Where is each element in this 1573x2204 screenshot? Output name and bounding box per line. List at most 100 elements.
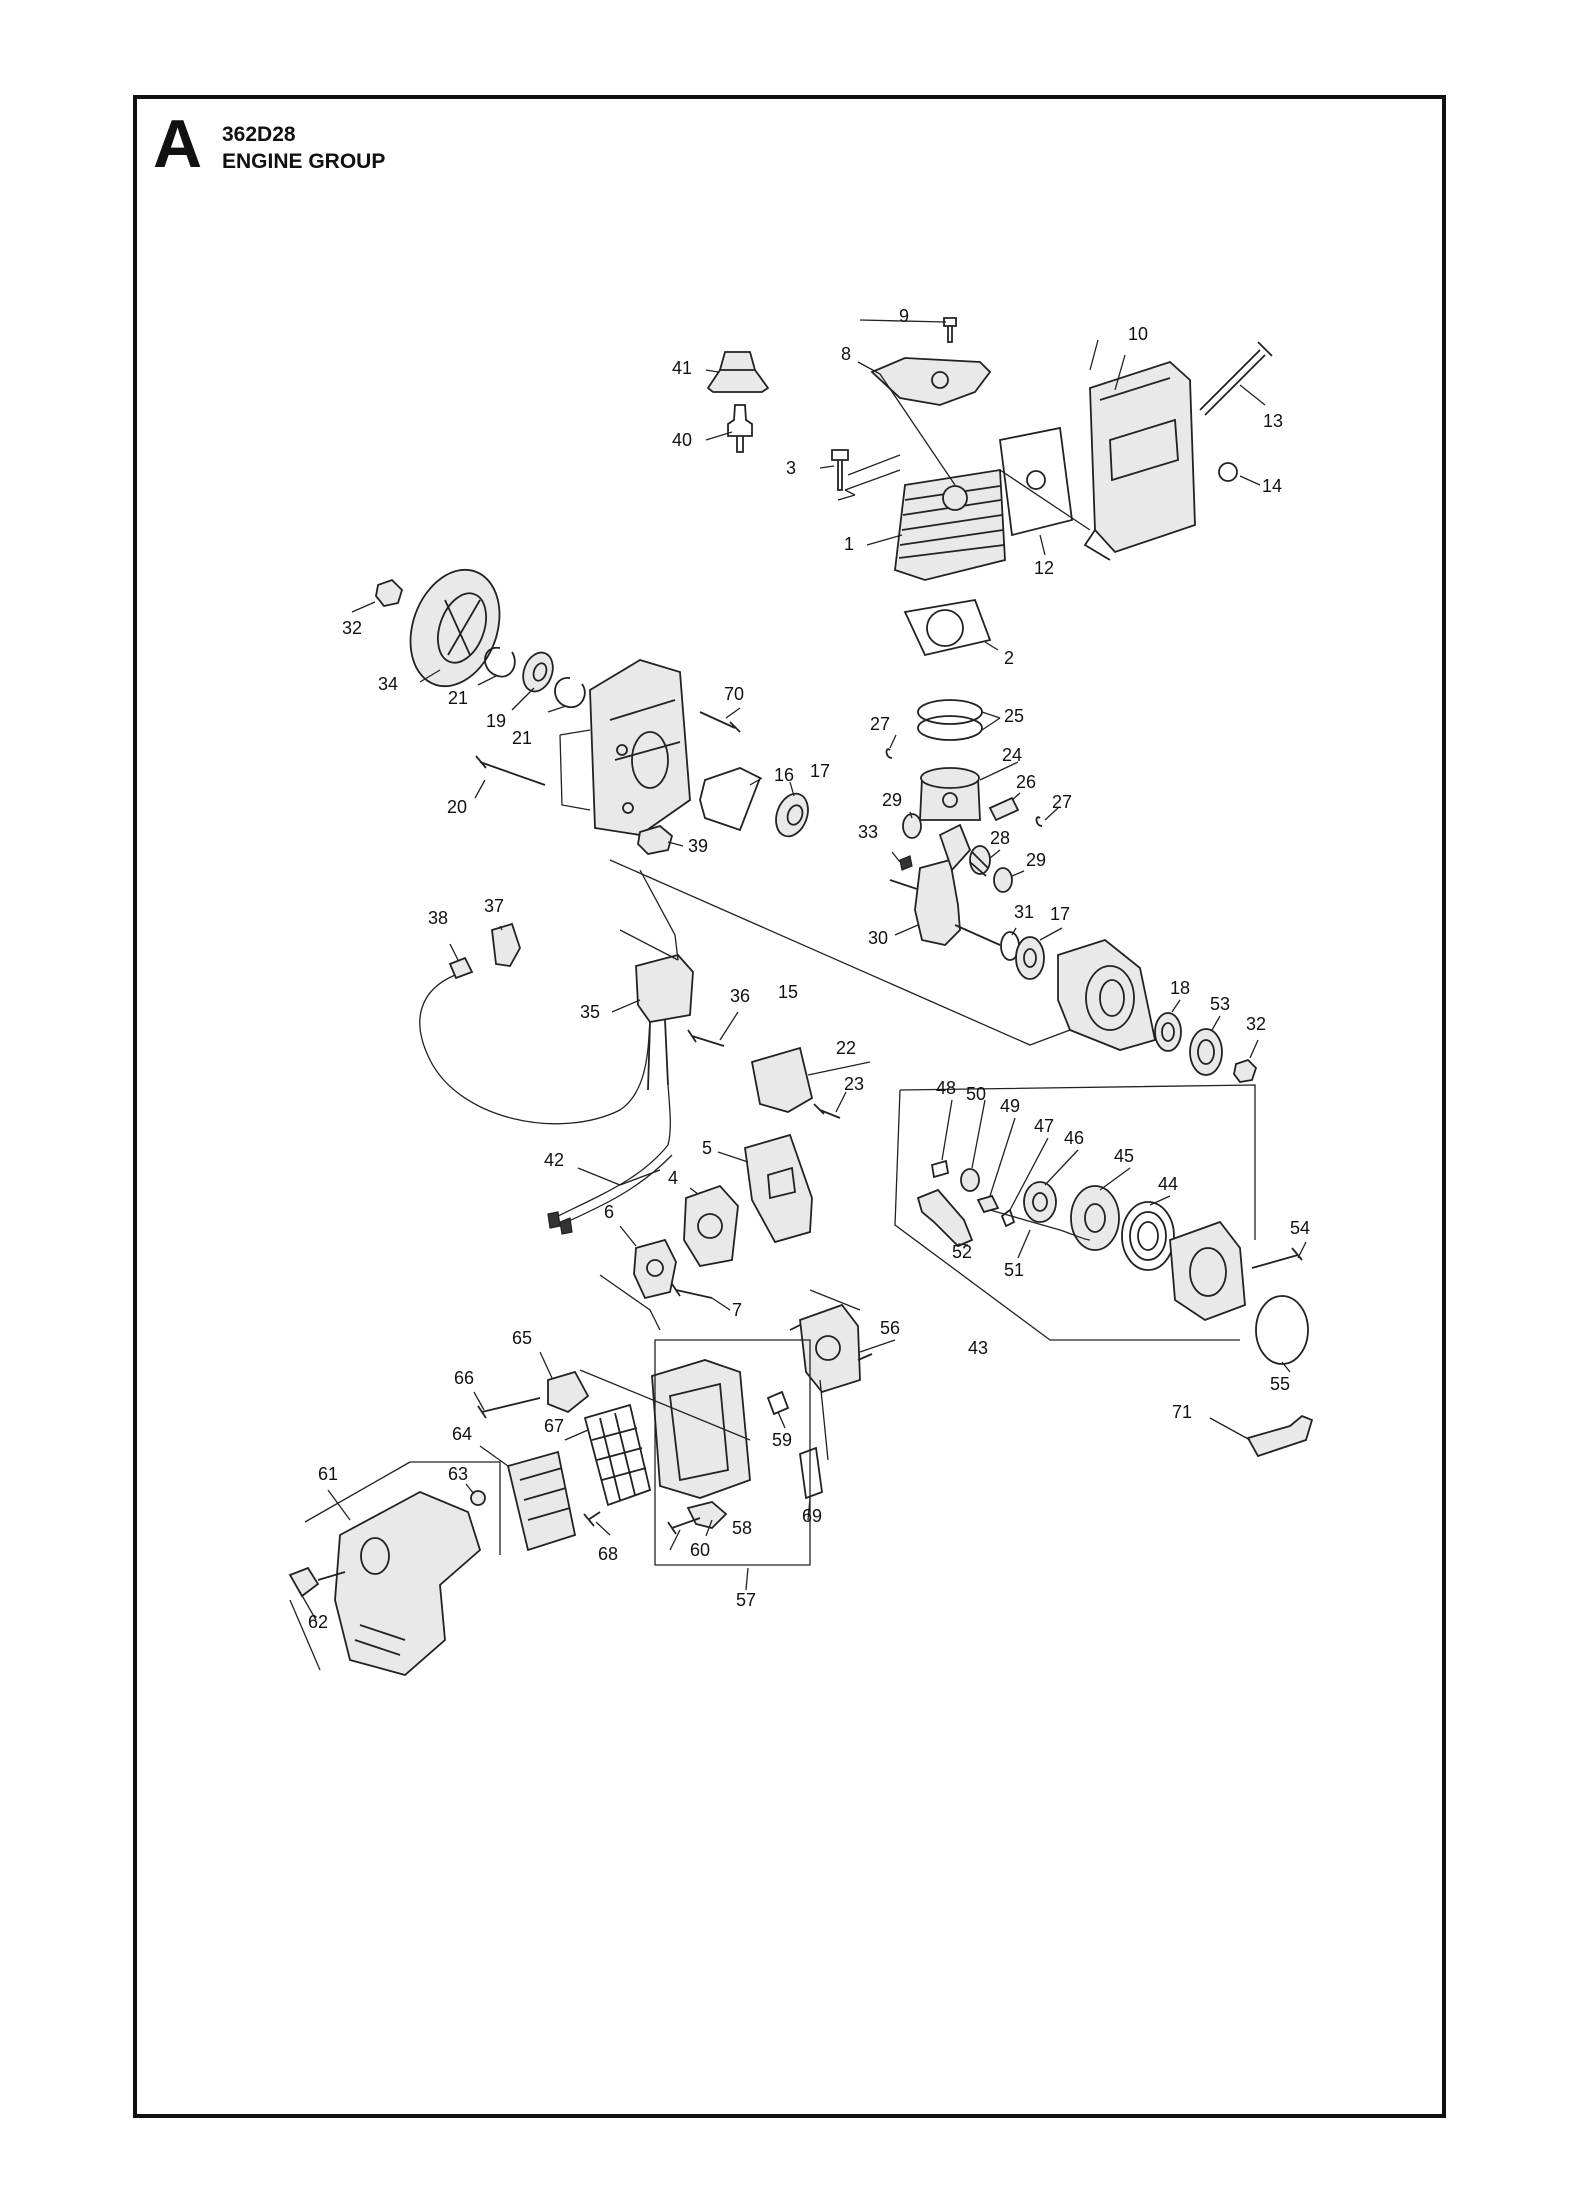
wrist-pin-clip-b xyxy=(1035,816,1043,827)
spark-plug-boot xyxy=(706,351,770,393)
air-filter-cover xyxy=(334,1491,482,1676)
screw-70 xyxy=(699,711,741,733)
heat-shield-plate xyxy=(870,357,992,406)
needle-bearing-29-b xyxy=(993,867,1013,893)
callout-15: 15 xyxy=(778,982,798,1002)
callout-48: 48 xyxy=(936,1078,956,1098)
pulley-hub xyxy=(1023,1181,1057,1223)
callout-9: 9 xyxy=(899,306,909,326)
piston-rings xyxy=(917,699,983,741)
callout-6: 6 xyxy=(604,1202,614,1222)
callout-39: 39 xyxy=(688,836,708,856)
callout-43: 43 xyxy=(968,1338,988,1358)
callout-labels: 1 2 3 4 5 6 7 8 9 10 12 13 14 15 16 17 1… xyxy=(308,306,1310,1632)
screw-54 xyxy=(1251,1247,1303,1269)
callout-56: 56 xyxy=(880,1318,900,1338)
callout-25: 25 xyxy=(1004,706,1024,726)
bolt-20 xyxy=(475,755,546,786)
callout-17-a: 17 xyxy=(810,761,830,781)
callout-50: 50 xyxy=(966,1084,986,1104)
choke-clip xyxy=(766,1390,790,1416)
screw-60 xyxy=(667,1517,701,1535)
carburetor xyxy=(789,1303,873,1394)
muffler xyxy=(1083,360,1196,561)
callout-12: 12 xyxy=(1034,558,1054,578)
grommet-63 xyxy=(470,1490,486,1506)
pawl xyxy=(976,1194,1000,1214)
section-letter: A xyxy=(153,106,203,182)
callout-1: 1 xyxy=(844,534,854,554)
screw-66 xyxy=(477,1397,541,1419)
insulator-plate xyxy=(633,1238,677,1300)
retaining-plate xyxy=(547,1370,590,1414)
piston xyxy=(919,767,981,821)
ignition-terminal xyxy=(448,956,474,980)
washer-50 xyxy=(960,1168,980,1192)
callout-30: 30 xyxy=(868,928,888,948)
callout-63: 63 xyxy=(448,1464,468,1484)
recoil-spring xyxy=(1121,1201,1175,1271)
callout-14: 14 xyxy=(1262,476,1282,496)
callout-55: 55 xyxy=(1270,1374,1290,1394)
filter-screen xyxy=(583,1403,652,1507)
callout-49: 49 xyxy=(1000,1096,1020,1116)
cover-plate-22 xyxy=(750,1046,814,1113)
callout-66: 66 xyxy=(454,1368,474,1388)
choke-lever xyxy=(686,1501,728,1529)
nut-32-flywheel xyxy=(375,578,404,607)
ignition-module xyxy=(635,953,694,1091)
bolt-13 xyxy=(1199,341,1273,416)
callout-71: 71 xyxy=(1172,1402,1192,1422)
callout-10: 10 xyxy=(1128,324,1148,344)
callout-13: 13 xyxy=(1263,411,1283,431)
callout-45: 45 xyxy=(1114,1146,1134,1166)
air-filter-housing xyxy=(651,1359,751,1499)
bearing-19 xyxy=(522,651,554,693)
rope-pulley xyxy=(1070,1185,1120,1251)
crankcase-gasket xyxy=(699,767,762,832)
nut-14 xyxy=(1218,462,1238,482)
callout-27-b: 27 xyxy=(1052,792,1072,812)
bearing-17-a xyxy=(775,792,809,838)
flywheel xyxy=(409,568,501,688)
screw-36 xyxy=(687,1029,725,1047)
callout-69: 69 xyxy=(802,1506,822,1526)
callout-41: 41 xyxy=(672,358,692,378)
callout-64: 64 xyxy=(452,1424,472,1444)
callout-53: 53 xyxy=(1210,994,1230,1014)
screw-23 xyxy=(813,1103,841,1119)
callout-19: 19 xyxy=(486,711,506,731)
callout-58: 58 xyxy=(732,1518,752,1538)
callout-65: 65 xyxy=(512,1328,532,1348)
callout-8: 8 xyxy=(841,344,851,364)
callout-2: 2 xyxy=(1004,648,1014,668)
callout-60: 60 xyxy=(690,1540,710,1560)
crankshaft xyxy=(889,823,1001,946)
callout-37: 37 xyxy=(484,896,504,916)
spark-plug xyxy=(727,404,753,453)
screw-3 xyxy=(831,449,849,491)
callout-46: 46 xyxy=(1064,1128,1084,1148)
part-drawings xyxy=(288,317,1314,1676)
callout-5: 5 xyxy=(702,1138,712,1158)
wrist-pin xyxy=(988,796,1020,822)
callout-23: 23 xyxy=(844,1074,864,1094)
callout-26: 26 xyxy=(1016,772,1036,792)
pawl-spring xyxy=(1000,1208,1016,1228)
callout-42: 42 xyxy=(544,1150,564,1170)
clutch-drum xyxy=(1189,1028,1223,1076)
callout-47: 47 xyxy=(1034,1116,1054,1136)
rubber-block xyxy=(637,824,674,855)
screw-48 xyxy=(930,1159,950,1179)
cover-knob xyxy=(288,1566,320,1598)
model-number: 362D28 xyxy=(222,123,296,146)
callout-52: 52 xyxy=(952,1242,972,1262)
cylinder xyxy=(894,468,1006,581)
woodruff-key xyxy=(899,855,913,871)
nut-32-clutch xyxy=(1233,1058,1258,1083)
leader-lines xyxy=(289,319,1307,1671)
crankcase-half-left xyxy=(589,659,691,836)
bearing-17-b xyxy=(1015,936,1045,980)
starter-disc xyxy=(1255,1295,1309,1365)
cylinder-gasket xyxy=(903,598,992,657)
